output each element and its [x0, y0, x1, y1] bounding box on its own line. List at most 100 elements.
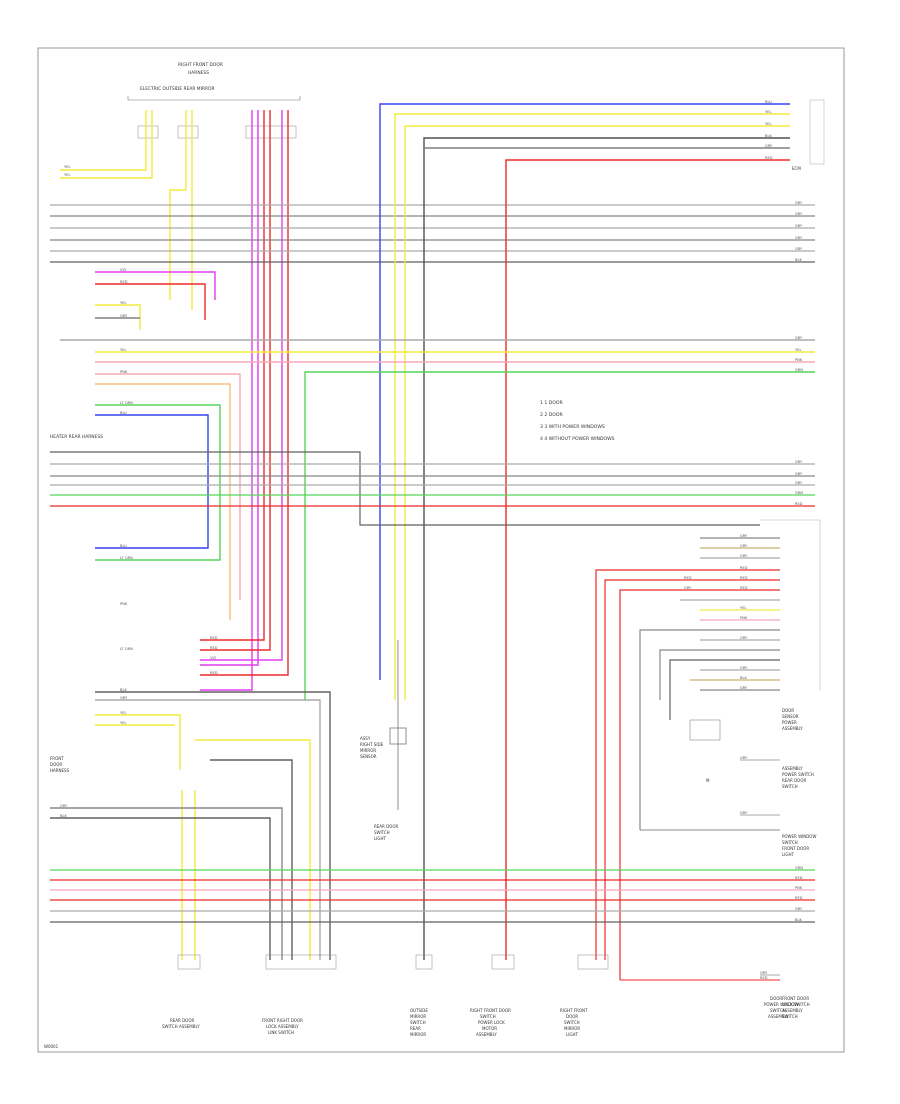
- wire-color-tag: GRY: [740, 756, 748, 760]
- wire-color-tag: YEL: [120, 721, 126, 725]
- wire-color-tag: BLK: [740, 676, 747, 680]
- wire-color-tag: LT GRN: [120, 556, 133, 560]
- right-component-label: SWITCH: [782, 840, 798, 845]
- wire-gray: [639, 629, 780, 830]
- connector-pin-box: [137, 125, 159, 139]
- wire-yellow: [95, 714, 181, 770]
- bottom-right-label-line: DOOR: [770, 996, 782, 1001]
- wire-black: [50, 817, 271, 960]
- wire-color-tag: YEL: [120, 348, 126, 352]
- wire-green: [304, 371, 815, 700]
- wire-color-tag: GRY: [740, 811, 748, 815]
- right-component-label: POWER SWITCH: [782, 772, 814, 777]
- wire-yellow: [60, 110, 147, 171]
- right-components: DOOR SENSOR POWER ASSEMBLY ASSEMBLY POWE…: [782, 708, 816, 1019]
- bottom-component-label: OUTSIDE: [410, 1008, 428, 1013]
- bottom-connector: [415, 954, 433, 970]
- right-connector-rows: [595, 537, 780, 980]
- wire-color-tag: RED: [210, 646, 218, 650]
- right-component-label: FRONT DOOR: [782, 996, 809, 1001]
- wire-color-tag: GRY: [795, 201, 803, 205]
- top-connector-title: RIGHT FRONT DOOR HARNESS ELECTRIC OUTSID…: [140, 62, 223, 92]
- wire-color-tag: RED: [740, 576, 748, 580]
- wire-red: [95, 283, 206, 320]
- right-component-label: FRONT DOOR: [782, 846, 809, 851]
- wire-color-tag: RED: [795, 876, 803, 880]
- wire-color-tag: RED: [795, 896, 803, 900]
- bottom-component-label: LOCK ASSEMBLY: [266, 1024, 299, 1029]
- wire-color-tag: YEL: [765, 110, 771, 114]
- page-id: W0001: [44, 1044, 59, 1049]
- wire-yellow: [394, 113, 790, 700]
- wire-violet: [200, 110, 253, 691]
- legend-note: 3 3 WITH POWER WINDOWS: [540, 424, 605, 430]
- wire-color-tag: BLK: [795, 918, 802, 922]
- wire-color-tag: PNK: [795, 358, 803, 362]
- mid-harness-label: HEATER REAR HARNESS: [50, 434, 103, 440]
- wire-color-tag: RED: [210, 636, 218, 640]
- bottom-connector: [177, 954, 201, 970]
- center-component-label: REAR DOOR: [374, 824, 398, 829]
- wire-color-tag: GRY: [740, 534, 748, 538]
- wire-color-tag: VIO: [120, 268, 127, 272]
- wire-color-tag: GRN: [795, 368, 803, 372]
- wire-color-tag: RED: [760, 976, 768, 980]
- wire-color-tag: LT GRN: [120, 647, 133, 651]
- wire-yellow: [404, 125, 790, 700]
- wire-color-tag: PNK: [120, 602, 128, 606]
- wire-color-tag: GRY: [60, 804, 68, 808]
- wire-violet: [95, 271, 216, 300]
- wire-color-tag: GRY: [740, 544, 748, 548]
- wire-color-tag: RED: [740, 586, 748, 590]
- center-component-label: SENSOR: [360, 754, 377, 759]
- wire-color-tags: YEL YEL GRY GRY GRY GRY GRY BLK VIO RED YEL GRY YEL P…: [60, 100, 803, 980]
- right-component-label: SWITCH: [782, 1014, 798, 1019]
- left-bottom-label: FRONT DOOR HARNESS: [50, 756, 70, 773]
- wire-color-tag: BLK: [120, 688, 127, 692]
- wire-color-tag: YEL: [740, 606, 746, 610]
- wire-color-tag: GRY: [120, 696, 128, 700]
- wire-color-tag: RED: [765, 156, 773, 160]
- wire-color-tag: PNK: [120, 370, 128, 374]
- wire-yellow: [169, 110, 187, 300]
- wire-blue: [95, 414, 209, 549]
- bottom-component-label: FRONT RIGHT DOOR: [262, 1018, 303, 1023]
- wire-color-tag: GRN: [795, 866, 803, 870]
- wire-color-tag: GRY: [765, 144, 773, 148]
- wire-pink: [95, 373, 241, 600]
- left-bottom-label-line: DOOR: [50, 762, 62, 767]
- bottom-component-label: SWITCH: [564, 1020, 580, 1025]
- wire-yellow: [195, 739, 311, 960]
- bottom-bus-wires: [50, 869, 815, 923]
- wire-color-tag: GRY: [795, 907, 803, 911]
- bottom-component-label: ASSEMBLY: [476, 1032, 497, 1037]
- wire-color-tag: YEL: [120, 711, 126, 715]
- wire-black: [669, 659, 780, 720]
- legend-notes: 1 1 DOOR 2 2 DOOR 3 3 WITH POWER WINDOWS…: [540, 400, 615, 442]
- bottom-component-label: SWITCH: [410, 1020, 426, 1025]
- wire-violet: [200, 110, 259, 666]
- wire-color-tag: GRY: [740, 636, 748, 640]
- bottom-connector: [577, 954, 609, 970]
- mid-bus-wires: [50, 451, 815, 526]
- wire-red: [200, 110, 271, 651]
- right-lower-wires: [620, 759, 780, 981]
- bottom-connector: [491, 954, 515, 970]
- wire-color-tag: PNK: [795, 886, 803, 890]
- wire-black: [210, 759, 293, 960]
- wire-green: [95, 404, 221, 561]
- left-mid-wires: [60, 271, 815, 700]
- bottom-component-label: SWITCH ASSEMBLY: [162, 1024, 200, 1029]
- wire-color-tag: GRY: [795, 247, 803, 251]
- bottom-connector: [265, 954, 337, 970]
- bottom-right-label: DOOR POWER WINDOW SWITCH ASSEMBLY: [764, 996, 798, 1019]
- bottom-right-label-line: POWER WINDOW: [764, 1002, 798, 1007]
- right-component-label: ASSEMBLY: [782, 1008, 803, 1013]
- wire-color-tag: GRY: [120, 314, 128, 318]
- center-component-label: RIGHT SIDE: [360, 742, 384, 747]
- component-id-m: M: [706, 778, 710, 783]
- bottom-connectors: [177, 954, 609, 970]
- right-connector-bracket: [760, 519, 821, 690]
- wire-gray: [95, 699, 321, 960]
